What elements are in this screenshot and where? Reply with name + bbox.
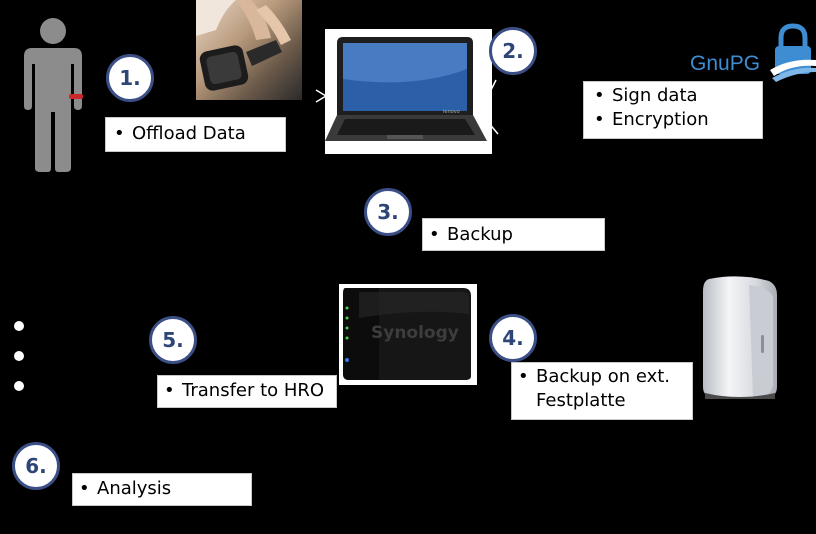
- bullet: •: [164, 380, 175, 401]
- bullet-dot-1: [14, 321, 24, 331]
- step-3-circle: 3.: [364, 188, 412, 236]
- offload-data-label: Offload Data: [132, 123, 246, 144]
- gnupg-logo: GnuPG: [690, 22, 816, 82]
- step-1-number: 1.: [119, 66, 141, 90]
- lenovo-text: lenovo: [443, 109, 460, 115]
- backup-item: • Backup: [429, 223, 598, 247]
- external-drive-photo: [699, 275, 781, 401]
- step-2-number: 2.: [502, 39, 524, 63]
- arrow-laptop-to-gnupg: [487, 79, 499, 135]
- step-6-number: 6.: [25, 454, 47, 478]
- transfer-box: • Transfer to HRO: [157, 375, 337, 408]
- analysis-item: • Analysis: [79, 477, 245, 501]
- sign-data-label: Sign data: [612, 85, 698, 106]
- backup-label: Backup: [447, 224, 513, 245]
- sign-encryption-box: • Sign data • Encryption: [583, 81, 763, 139]
- offload-data-box: • Offload Data: [105, 117, 286, 152]
- transfer-item: • Transfer to HRO: [164, 379, 330, 403]
- nas-photo: Synology: [339, 284, 477, 385]
- gnupg-text: GnuPG: [690, 52, 761, 75]
- encryption-label: Encryption: [612, 109, 709, 130]
- analysis-label: Analysis: [97, 478, 172, 499]
- offload-data-item: • Offload Data: [114, 122, 279, 146]
- analysis-box: • Analysis: [72, 473, 252, 506]
- step-1-circle: 1.: [106, 54, 154, 102]
- bullet-dot-3: [14, 381, 24, 391]
- bullet: •: [594, 85, 605, 106]
- bullet: •: [429, 224, 440, 245]
- lock-icon: [770, 23, 816, 82]
- encryption-item: • Encryption: [594, 108, 756, 132]
- bullet: •: [79, 478, 90, 499]
- smartwatch-photo: [196, 0, 302, 100]
- bullet-dot-2: [14, 351, 24, 361]
- ext-backup-box: • Backup on ext. Festplatte: [511, 362, 693, 420]
- ext-backup-label-continuation: Festplatte: [536, 390, 626, 411]
- ext-backup-label: Backup on ext.: [536, 366, 671, 387]
- step-2-circle: 2.: [489, 27, 537, 75]
- bullet: •: [114, 123, 125, 144]
- sign-data-item: • Sign data: [594, 84, 756, 108]
- step-6-circle: 6.: [12, 442, 60, 490]
- step-5-circle: 5.: [149, 316, 197, 364]
- ext-backup-item: • Backup on ext.: [518, 365, 686, 389]
- step-4-circle: 4.: [489, 314, 537, 362]
- step-5-number: 5.: [162, 328, 184, 352]
- person-icon: [24, 18, 83, 172]
- step-4-number: 4.: [502, 326, 524, 350]
- synology-text: Synology: [371, 323, 459, 343]
- step-3-number: 3.: [377, 200, 399, 224]
- transfer-label: Transfer to HRO: [182, 380, 325, 401]
- laptop-photo: lenovo: [325, 29, 492, 154]
- backup-box: • Backup: [422, 218, 605, 251]
- bullet: •: [594, 109, 605, 130]
- bullet: •: [518, 366, 529, 387]
